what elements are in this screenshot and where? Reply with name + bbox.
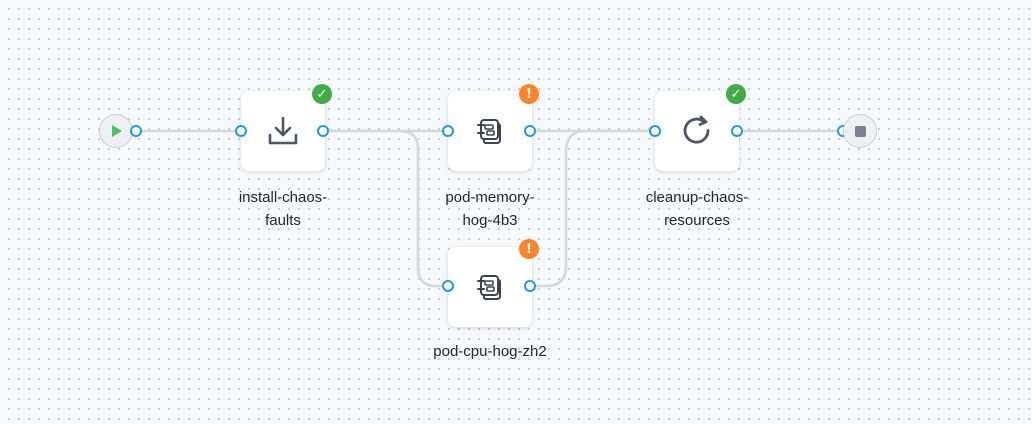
cleanup-output-port[interactable] [731, 125, 743, 137]
checkmark-icon: ✓ [730, 86, 742, 102]
step-install-chaos-faults[interactable] [241, 91, 325, 171]
step-pod-cpu-hog[interactable] [448, 247, 532, 327]
pipeline-start-node[interactable] [99, 114, 133, 148]
step-cleanup-chaos-resources[interactable] [655, 91, 739, 171]
cpu-status-badge: ! [519, 239, 539, 259]
cleanup-input-port[interactable] [649, 125, 661, 137]
edge-cpu-to-cleanup [530, 129, 655, 288]
download-icon [268, 116, 298, 145]
checkmark-icon: ✓ [316, 86, 328, 102]
edge-install-to-cpu [323, 129, 448, 288]
play-icon [112, 125, 122, 137]
memory-input-port[interactable] [442, 125, 454, 137]
memory-output-port[interactable] [524, 125, 536, 137]
cpu-input-port[interactable] [442, 280, 454, 292]
refresh-icon [683, 115, 710, 144]
install-status-badge: ✓ [312, 84, 332, 104]
cleanup-step-label: cleanup-chaos- resources [645, 189, 749, 229]
step-pod-memory-hog[interactable] [448, 91, 532, 171]
warning-icon: ! [526, 241, 532, 257]
chaos-fault-icon [477, 119, 501, 144]
cpu-output-port[interactable] [524, 280, 536, 292]
install-output-port[interactable] [317, 125, 329, 137]
chaos-fault-icon [477, 275, 501, 300]
stop-icon [855, 126, 866, 137]
memory-status-badge: ! [519, 84, 539, 104]
warning-icon: ! [526, 86, 532, 102]
pipeline-end-node[interactable] [843, 114, 877, 148]
install-input-port[interactable] [235, 125, 247, 137]
cpu-step-label: pod-cpu-hog-zh2 [433, 343, 547, 360]
cleanup-status-badge: ✓ [726, 84, 746, 104]
start-output-port[interactable] [130, 125, 142, 137]
memory-step-label: pod-memory- hog-4b3 [445, 189, 535, 229]
install-step-label: install-chaos- faults [238, 189, 328, 229]
